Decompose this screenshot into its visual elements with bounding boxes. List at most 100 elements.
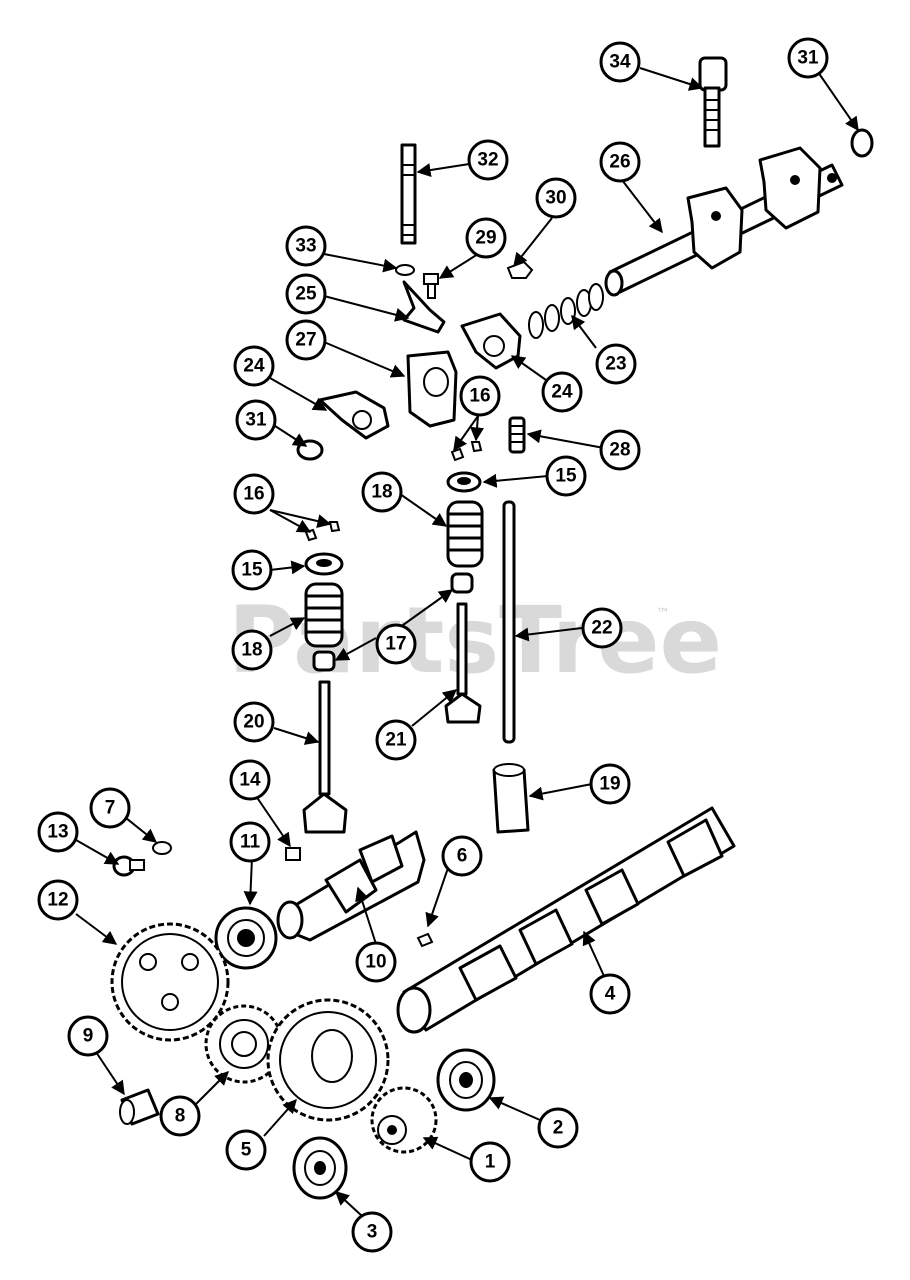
callout-22[interactable]: 22 — [581, 607, 623, 649]
callout-19[interactable]: 19 — [589, 763, 631, 805]
svg-text:16: 16 — [243, 484, 264, 505]
callout-10[interactable]: 10 — [355, 941, 397, 983]
part-6-key — [416, 932, 434, 948]
watermark-trademark: ™ — [656, 606, 670, 622]
svg-text:34: 34 — [609, 52, 631, 73]
part-13-bolt — [112, 855, 145, 877]
part-18-spring-lower — [304, 582, 344, 648]
svg-text:15: 15 — [555, 466, 577, 487]
callout-2[interactable]: 2 — [537, 1107, 579, 1149]
callout-29[interactable]: 29 — [465, 217, 507, 259]
svg-text:26: 26 — [609, 152, 630, 173]
part-12-gear-large — [110, 922, 230, 1042]
part-24-rocker-left — [318, 390, 390, 440]
part-18-spring-upper — [446, 500, 484, 568]
leader-lines — [75, 67, 859, 1217]
callout-15-upper[interactable]: 15 — [545, 455, 587, 497]
svg-text:27: 27 — [295, 330, 316, 351]
part-27-support — [406, 350, 458, 428]
svg-text:11: 11 — [240, 832, 261, 853]
callout-7[interactable]: 7 — [89, 787, 131, 829]
callout-18-upper[interactable]: 18 — [361, 471, 403, 513]
callout-15-lower[interactable]: 15 — [231, 549, 273, 591]
part-17-seal-upper — [450, 572, 474, 594]
part-26-rocker-shaft — [604, 146, 844, 297]
callout-5[interactable]: 5 — [225, 1129, 267, 1171]
part-7-washer — [152, 841, 172, 855]
svg-text:16: 16 — [469, 386, 490, 407]
callout-3[interactable]: 3 — [351, 1211, 393, 1253]
callout-9[interactable]: 9 — [67, 1015, 109, 1057]
svg-text:19: 19 — [599, 774, 620, 795]
svg-text:31: 31 — [245, 410, 267, 431]
svg-text:1: 1 — [485, 1152, 496, 1173]
svg-text:29: 29 — [475, 228, 496, 249]
callout-16-upper[interactable]: 16 — [459, 375, 501, 417]
svg-text:22: 22 — [591, 618, 612, 639]
part-22-pushrod — [502, 500, 516, 744]
part-4-camshaft — [396, 806, 736, 1034]
svg-text:14: 14 — [239, 770, 261, 791]
svg-text:7: 7 — [105, 798, 116, 819]
callout-16-lower[interactable]: 16 — [233, 473, 275, 515]
part-9-plug — [119, 1088, 160, 1126]
svg-text:15: 15 — [241, 560, 263, 581]
svg-text:32: 32 — [477, 150, 498, 171]
callout-31-left[interactable]: 31 — [235, 399, 277, 441]
callout-23[interactable]: 23 — [595, 343, 637, 385]
svg-text:2: 2 — [553, 1118, 564, 1139]
callout-24-left[interactable]: 24 — [233, 345, 275, 387]
part-21-valve-upper — [444, 602, 482, 724]
callout-14[interactable]: 14 — [229, 759, 271, 801]
svg-text:3: 3 — [367, 1222, 378, 1243]
part-17-seal-lower — [312, 650, 336, 672]
callout-12[interactable]: 12 — [37, 879, 79, 921]
callout-27[interactable]: 27 — [285, 319, 327, 361]
svg-text:24: 24 — [551, 382, 573, 403]
callout-20[interactable]: 20 — [233, 701, 275, 743]
callout-4[interactable]: 4 — [589, 973, 631, 1015]
svg-text:13: 13 — [47, 822, 68, 843]
part-15-retainer-lower — [304, 552, 344, 576]
part-23-spring-horizontal — [528, 283, 604, 339]
part-30-nut — [506, 260, 534, 279]
svg-text:25: 25 — [295, 284, 317, 305]
callout-32[interactable]: 32 — [467, 139, 509, 181]
svg-text:24: 24 — [243, 356, 265, 377]
callout-18-lower[interactable]: 18 — [231, 629, 273, 671]
callout-11[interactable]: 11 — [229, 821, 271, 863]
callout-34[interactable]: 34 — [599, 41, 641, 83]
svg-text:5: 5 — [241, 1140, 252, 1161]
callout-6[interactable]: 6 — [441, 835, 483, 877]
svg-text:33: 33 — [295, 236, 316, 257]
part-34-bolt — [698, 56, 728, 148]
svg-text:12: 12 — [47, 890, 68, 911]
svg-text:10: 10 — [365, 952, 386, 973]
part-28-adjuster — [508, 416, 526, 454]
callout-25[interactable]: 25 — [285, 273, 327, 315]
part-11-bearing — [214, 906, 278, 970]
callout-13[interactable]: 13 — [37, 811, 79, 853]
callout-1[interactable]: 1 — [469, 1141, 511, 1183]
callout-17[interactable]: 17 — [375, 623, 417, 665]
part-16-keepers-upper — [450, 441, 483, 462]
part-31-ring-top — [850, 128, 874, 158]
callout-21[interactable]: 21 — [375, 719, 417, 761]
svg-text:18: 18 — [241, 640, 262, 661]
callout-28[interactable]: 28 — [599, 429, 641, 471]
svg-text:21: 21 — [385, 730, 407, 751]
callout-31-top[interactable]: 31 — [787, 37, 829, 79]
part-1-gear-small — [370, 1086, 438, 1154]
callout-24-right[interactable]: 24 — [541, 371, 583, 413]
svg-text:18: 18 — [371, 482, 392, 503]
callout-30[interactable]: 30 — [535, 177, 577, 219]
part-20-valve-lower — [302, 680, 348, 834]
part-5-gear-main — [266, 998, 390, 1122]
part-25-bracket — [402, 280, 446, 334]
callout-8[interactable]: 8 — [159, 1095, 201, 1137]
callout-33[interactable]: 33 — [285, 225, 327, 267]
svg-text:23: 23 — [605, 354, 626, 375]
svg-text:17: 17 — [385, 634, 406, 655]
callout-26[interactable]: 26 — [599, 141, 641, 183]
